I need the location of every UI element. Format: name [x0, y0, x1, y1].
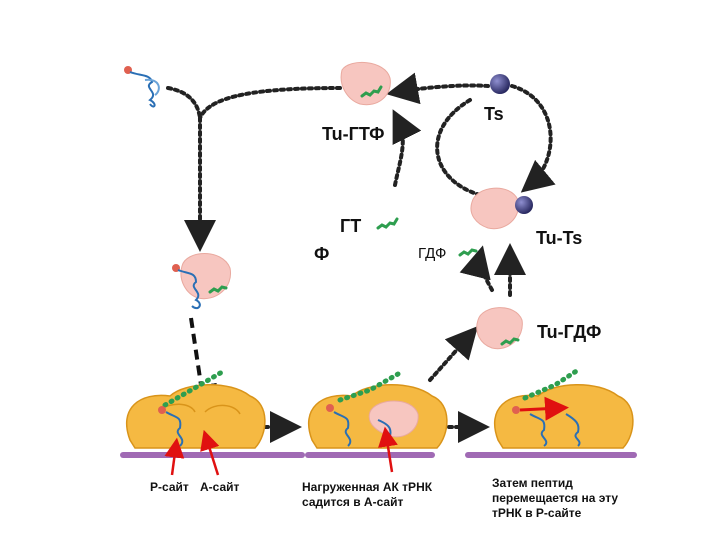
path-rib2-to-tugdf — [428, 326, 478, 382]
caption-peptide-moves: Затем пептид перемещается на эту тРНК в … — [492, 476, 619, 520]
tu-trna-complex-icon — [172, 253, 231, 310]
label-ts: Ts — [484, 104, 504, 124]
label-gdf: ГДФ — [418, 245, 447, 262]
label-gt: ГТ — [340, 216, 362, 236]
label-p-site: Р-сайт — [150, 480, 189, 494]
gt-dots-icon — [376, 217, 399, 230]
label-a-site: А-сайт — [200, 480, 240, 494]
path-tugtp-to-junction — [198, 86, 342, 120]
path-ts-to-tugtp — [386, 72, 490, 105]
label-tu-gdf: Tu-ГДФ — [537, 322, 602, 342]
gdf-dots-icon — [458, 248, 478, 257]
red-arrow-peptide — [519, 396, 569, 421]
mrna-strand — [465, 452, 637, 458]
caption-loaded-trna: Нагруженная АК тРНК садится в А-сайт — [302, 480, 433, 509]
path-tuts-loop — [435, 98, 482, 197]
label-tu-gtp: Tu-ГТФ — [322, 124, 385, 144]
ts-ball-icon — [490, 74, 510, 94]
tu-ts-icon — [470, 187, 520, 230]
red-arrow-a-site — [200, 429, 220, 476]
tu-gdf-icon — [476, 307, 523, 350]
red-arrow-p-site — [164, 437, 185, 476]
ribosome-1 — [125, 369, 266, 449]
mrna-strand — [305, 452, 435, 458]
label-f: Ф — [314, 244, 330, 264]
label-tu-ts: Tu-Ts — [536, 228, 583, 248]
tu-gtp-icon — [340, 61, 391, 106]
free-trna-icon — [124, 66, 160, 108]
ts-ball-icon-bound — [515, 196, 533, 214]
ribosome-2 — [307, 371, 448, 449]
red-arrow-loaded-trna — [378, 426, 398, 473]
ribosome-3 — [493, 367, 634, 449]
path-ts-loop — [510, 84, 556, 193]
path-trna-to-junction — [166, 86, 202, 120]
path-gt-to-tugtp — [392, 109, 422, 187]
path-to-gdf — [459, 245, 494, 292]
